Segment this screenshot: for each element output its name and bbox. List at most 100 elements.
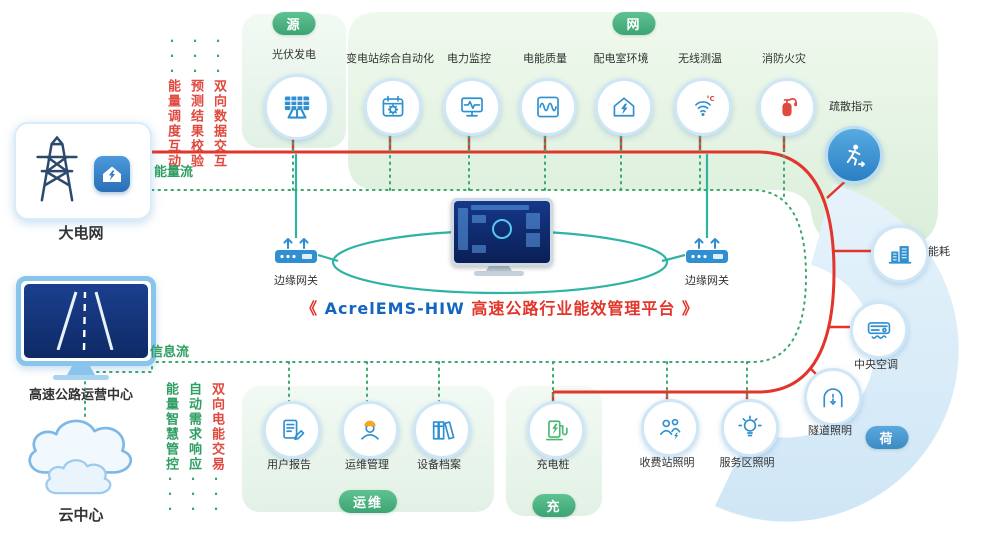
badge-network: 网 <box>612 12 656 35</box>
power-monitoring-icon <box>461 97 483 117</box>
node-power-monitoring <box>443 78 501 136</box>
equipment-archive-icon <box>432 421 455 440</box>
label-user-report: 用户报告 <box>267 458 311 471</box>
solar-panel-icon <box>284 96 310 119</box>
energy-bus-stubs <box>291 128 871 406</box>
dotted-leader: ··· <box>186 472 200 517</box>
label-pv-generation: 光伏发电 <box>272 48 316 61</box>
node-building-energy <box>871 225 929 283</box>
platform-title: 《 AcrelEMS-HIW 高速公路行业能效管理平台 》 <box>299 295 701 319</box>
monitor-base <box>53 375 109 380</box>
term-auto-demand-response: 自动需求响应··· <box>183 382 203 517</box>
label-building-energy: 能耗 <box>928 245 950 258</box>
bottom-flow-terms: 能量智慧管控··· 自动需求响应··· 双向电能交易··· <box>160 382 226 517</box>
term-forecast-check: ···预测结果校验 <box>185 34 205 169</box>
dashboard-gauge <box>492 219 512 239</box>
power-grid-label: 大电网 <box>58 224 104 242</box>
node-charging-pile <box>527 401 585 459</box>
label-om-management: 运维管理 <box>345 458 389 471</box>
edge-gateway-right <box>683 234 731 272</box>
term-data-exchange: ···双向数据交互 <box>208 34 228 169</box>
cloud-icon <box>28 419 133 495</box>
transmission-tower-icon <box>36 135 78 202</box>
node-substation-automation <box>364 78 422 136</box>
node-equipment-archive <box>413 401 471 459</box>
dotted-leader: ··· <box>209 472 223 517</box>
term-text: 能量调度互动 <box>165 79 180 169</box>
node-wireless-temperature: °C <box>674 78 732 136</box>
node-central-ac <box>850 301 908 359</box>
energy-house-badge <box>94 156 130 192</box>
label-central-ac: 中央空调 <box>854 358 898 371</box>
label-evacuation-sign: 疏散指示 <box>829 100 873 113</box>
operation-center-label: 高速公路运营中心 <box>28 388 133 403</box>
edge-gateway-left-label: 边缘网关 <box>274 274 318 287</box>
node-user-report <box>263 401 321 459</box>
term-text: 自动需求响应 <box>186 382 201 472</box>
term-text: 预测结果校验 <box>188 79 203 169</box>
platform-dashboard-screen <box>454 201 550 263</box>
badge-operations: 运维 <box>338 490 398 513</box>
service-area-lighting-icon <box>738 415 762 437</box>
node-service-area-lighting <box>721 399 779 457</box>
title-left-quote: 《 <box>301 299 319 318</box>
power-quality-icon <box>537 96 559 118</box>
toll-station-lighting-icon <box>660 418 681 440</box>
badge-charging: 充 <box>532 494 576 517</box>
badge-load: 荷 <box>865 426 909 449</box>
edge-gateway-left <box>272 234 320 272</box>
node-toll-station-lighting <box>641 399 699 457</box>
platform-monitor-base <box>474 271 524 276</box>
top-flow-terms: ···能量调度互动 ···预测结果校验 ···双向数据交互 <box>162 34 228 169</box>
label-toll-station-lighting: 收费站照明 <box>639 456 695 469</box>
label-service-area-lighting: 服务区照明 <box>719 456 775 469</box>
label-equipment-archive: 设备档案 <box>417 458 461 471</box>
tunnel-lighting-icon <box>823 388 843 408</box>
cloud-center-label: 云中心 <box>58 506 104 524</box>
svg-text:°C: °C <box>706 95 714 103</box>
edge-gateway-right-label: 边缘网关 <box>685 274 729 287</box>
operation-center-screen <box>24 284 148 358</box>
node-evacuation-sign <box>825 126 883 184</box>
building-energy-icon <box>888 246 912 264</box>
dotted-leader: ··· <box>211 34 225 79</box>
house-bolt-icon <box>103 166 121 182</box>
node-distribution-room-env <box>595 78 653 136</box>
term-text: 双向数据交互 <box>211 79 226 169</box>
label-charging-pile: 充电桩 <box>536 458 570 471</box>
om-management-icon <box>361 420 379 440</box>
gateway-router-icon <box>275 238 317 263</box>
substation-automation-icon <box>382 95 404 117</box>
term-power-trading: 双向电能交易··· <box>206 382 226 517</box>
central-ac-icon <box>867 322 891 339</box>
term-text: 能量智慧管控 <box>163 382 178 472</box>
title-brand: AcrelEMS-HIW <box>324 299 465 318</box>
dotted-leader: ··· <box>165 34 179 79</box>
dotted-leader: ··· <box>163 472 177 517</box>
title-text: 高速公路行业能效管理平台 <box>464 299 676 318</box>
node-om-management <box>341 401 399 459</box>
energy-flow-label: 能量流 <box>154 165 194 180</box>
gateway-router-icon <box>686 238 728 263</box>
power-grid-card <box>14 122 152 220</box>
operation-center-monitor <box>16 276 156 366</box>
badge-source: 源 <box>272 12 316 35</box>
term-energy-dispatch: ···能量调度互动 <box>162 34 182 169</box>
node-power-quality <box>519 78 577 136</box>
platform-monitor <box>451 198 553 266</box>
label-fire-extinguisher: 消防火灾 <box>762 52 806 65</box>
user-report-icon <box>283 419 305 441</box>
title-right-quote: 》 <box>681 299 699 318</box>
wireless-temperature-icon: °C <box>695 95 715 116</box>
cloud-center-card <box>18 412 142 508</box>
info-flow-label: 信息流 <box>150 345 190 360</box>
node-tunnel-lighting <box>804 368 862 426</box>
highway-road-icon <box>56 291 114 351</box>
dotted-leader: ··· <box>188 34 202 79</box>
distribution-room-env-icon <box>613 97 635 117</box>
term-text: 双向电能交易 <box>209 382 224 472</box>
evacuation-sign-icon <box>846 144 865 167</box>
term-smart-energy-control: 能量智慧管控··· <box>160 382 180 517</box>
monitor-stand <box>67 366 95 375</box>
